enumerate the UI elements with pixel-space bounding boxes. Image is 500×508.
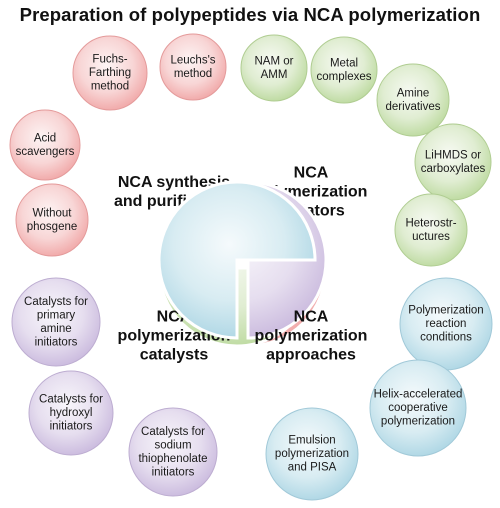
approaches-bubble-label: polymerization [275, 448, 349, 460]
synthesis-bubble-circle [159, 33, 227, 101]
approaches-bubble-label: Polymerization [408, 305, 483, 317]
approaches-bubble-label: conditions [420, 332, 472, 344]
initiators-bubble-circle [376, 63, 450, 137]
approaches-bubble-circle [265, 407, 359, 501]
catalysts-petal-label: catalysts [140, 347, 209, 364]
approaches-petal-label: approaches [266, 347, 356, 364]
synthesis-bubble-label: method [174, 68, 212, 80]
approaches-bubble-label: Emulsion [288, 435, 335, 447]
synthesis-bubble: Acid scavengers [9, 109, 81, 181]
initiators-bubble-label: Heterostr- [405, 217, 456, 229]
catalysts-bubble-label: amine [40, 323, 71, 335]
synthesis-bubble-label: Without [33, 207, 73, 219]
initiators-bubble-label: Amine [397, 87, 430, 99]
approaches-petal-label: polymerization [255, 328, 368, 345]
initiators-petal-label: NCA [294, 165, 329, 182]
synthesis-bubble-label: Acid [34, 132, 56, 144]
catalysts-bubble-label: hydroxyl [50, 407, 93, 419]
synthesis-bubble-label: scavengers [16, 146, 75, 158]
synthesis-bubble-label: Leuchs's [170, 54, 215, 66]
initiators-bubble: Heterostr-uctures [394, 193, 468, 267]
initiators-bubble-circle [310, 36, 378, 104]
initiators-bubble-label: carboxylates [421, 163, 486, 175]
synthesis-petal-label: NCA synthesis [118, 174, 230, 191]
initiators-bubble-label: complexes [317, 71, 372, 83]
catalysts-bubble-label: Catalysts for [141, 426, 205, 438]
synthesis-bubble-label: method [91, 81, 129, 93]
diagram-title: Preparation of polypeptides via NCA poly… [19, 4, 481, 25]
approaches-bubble-label: reaction [426, 318, 467, 330]
catalysts-bubble-circle [28, 370, 114, 456]
synthesis-bubble-circle [9, 109, 81, 181]
catalysts-bubble-label: primary [37, 309, 76, 321]
synthesis-bubble: Leuchs's method [159, 33, 227, 101]
catalysts-bubble-label: initiators [35, 336, 78, 348]
approaches-bubble-circle [369, 359, 467, 457]
approaches-bubble-label: Helix-accelerated [374, 389, 463, 401]
approaches-bubble-label: polymerization [381, 416, 455, 428]
synthesis-bubble-circle [15, 183, 89, 257]
synthesis-bubble-label: Farthing [89, 67, 131, 79]
initiators-bubble: Amine derivatives [376, 63, 450, 137]
approaches-bubble-label: cooperative [388, 402, 447, 414]
initiators-bubble-circle [414, 123, 492, 201]
synthesis-bubble-circle [72, 35, 148, 111]
initiators-bubble: Metal complexes [310, 36, 378, 104]
approaches-petal-label: NCA [294, 309, 329, 326]
initiators-bubble: NAM or AMM [240, 34, 308, 102]
catalysts-bubble-label: initiators [50, 421, 93, 433]
initiators-bubble-label: Metal [330, 57, 358, 69]
catalysts-petal-label: polymerization [118, 328, 231, 345]
synthesis-bubble-label: phosgene [27, 221, 78, 233]
initiators-bubble-label: derivatives [386, 101, 441, 113]
approaches-petal: NCA polymerization approaches [157, 180, 368, 364]
catalysts-bubble-label: sodium [154, 439, 191, 451]
catalysts-bubble-label: thiophenolate [138, 453, 207, 465]
initiators-bubble-label: LiHMDS or [425, 149, 481, 161]
catalysts-bubble-label: initiators [152, 466, 195, 478]
initiators-bubble-label: NAM or [255, 55, 294, 67]
catalysts-bubble-label: Catalysts for [39, 394, 103, 406]
approaches-petal-shape [157, 180, 317, 340]
initiators-bubble-circle [394, 193, 468, 267]
catalysts-bubble-circle [128, 407, 218, 497]
initiators-bubble-circle [240, 34, 308, 102]
catalysts-bubble-circle [11, 277, 101, 367]
initiators-bubble-label: AMM [261, 69, 288, 81]
synthesis-bubble: Fuchs-Farthing method [72, 35, 148, 111]
synthesis-bubble: Without phosgene [15, 183, 89, 257]
synthesis-bubble-label: Fuchs- [92, 54, 127, 66]
approaches-bubble-label: and PISA [288, 462, 337, 474]
catalysts-bubble-label: Catalysts for [24, 296, 88, 308]
initiators-bubble: LiHMDS or carboxylates [414, 123, 492, 201]
initiators-bubble-label: uctures [412, 231, 450, 243]
